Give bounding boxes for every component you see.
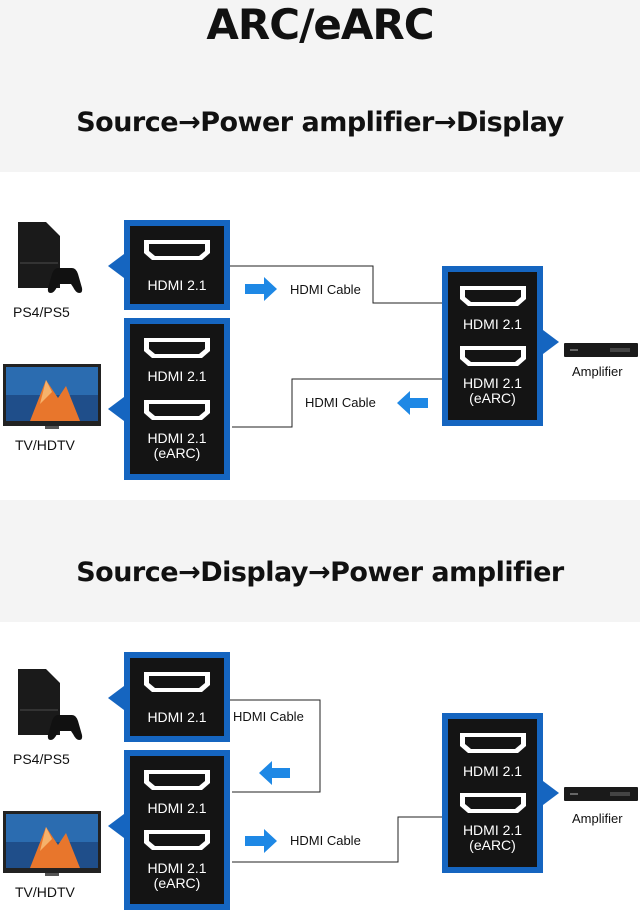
cable-label: HDMI Cable [233, 709, 304, 724]
port-label: HDMI 2.1 [147, 277, 207, 293]
hdmi-port-icon [459, 793, 526, 813]
section-2-header-band [0, 500, 640, 622]
arrow-right-icon [245, 277, 277, 301]
cable-label: HDMI Cable [290, 282, 361, 297]
arrow-left-icon [397, 391, 428, 415]
tv-icon [3, 364, 101, 429]
source-port-panel: HDMI 2.1 [124, 220, 230, 310]
game-console-icon [18, 669, 83, 740]
port-label-earc: (eARC) [469, 390, 516, 406]
amplifier-icon [564, 343, 638, 357]
port-label: HDMI 2.1 [462, 375, 523, 391]
port-label: HDMI 2.1 [147, 800, 207, 816]
port-label: HDMI 2.1 [147, 709, 207, 725]
display-device-label: TV/HDTV [15, 437, 75, 453]
port-label-earc: (eARC) [469, 837, 516, 853]
hdmi-port-icon [459, 286, 526, 306]
display-port-panel: HDMI 2.1 HDMI 2.1 (eARC) [124, 318, 230, 480]
source-device-label: PS4/PS5 [13, 304, 70, 320]
hdmi-port-icon [144, 830, 210, 850]
cable-label: HDMI Cable [290, 833, 361, 848]
port-label: HDMI 2.1 [462, 822, 523, 838]
section-1-subtitle: Source→Power amplifier→Display [76, 107, 564, 138]
hdmi-port-icon [459, 346, 526, 366]
hdmi-port-icon [459, 733, 526, 753]
source-device-label: PS4/PS5 [13, 751, 70, 767]
port-label-earc: (eARC) [153, 445, 201, 461]
amplifier-icon [564, 787, 638, 801]
main-title: ARC/eARC [206, 0, 434, 49]
arrow-right-icon [245, 829, 277, 853]
amplifier-port-panel: HDMI 2.1 HDMI 2.1 (eARC) [442, 713, 543, 873]
game-console-icon [18, 222, 83, 293]
port-label: HDMI 2.1 [147, 430, 207, 446]
port-label: HDMI 2.1 [147, 860, 207, 876]
port-label: HDMI 2.1 [462, 763, 523, 779]
header-band [0, 0, 640, 172]
source-port-panel: HDMI 2.1 [124, 652, 230, 742]
hdmi-port-icon [144, 400, 210, 420]
amplifier-port-panel: HDMI 2.1 HDMI 2.1 (eARC) [442, 266, 543, 426]
cable-label: HDMI Cable [305, 395, 376, 410]
section-2-subtitle: Source→Display→Power amplifier [76, 557, 564, 588]
display-port-panel: HDMI 2.1 HDMI 2.1 (eARC) [124, 750, 230, 910]
hdmi-port-icon [144, 770, 210, 790]
port-label: HDMI 2.1 [462, 316, 523, 332]
hdmi-port-icon [144, 240, 210, 260]
tv-icon [3, 811, 101, 876]
port-label: HDMI 2.1 [147, 368, 207, 384]
amplifier-device-label: Amplifier [572, 811, 623, 826]
display-device-label: TV/HDTV [15, 884, 75, 900]
port-label-earc: (eARC) [153, 875, 201, 891]
hdmi-port-icon [144, 338, 210, 358]
arrow-left-icon [259, 761, 290, 785]
amplifier-device-label: Amplifier [572, 364, 623, 379]
hdmi-port-icon [144, 672, 210, 692]
